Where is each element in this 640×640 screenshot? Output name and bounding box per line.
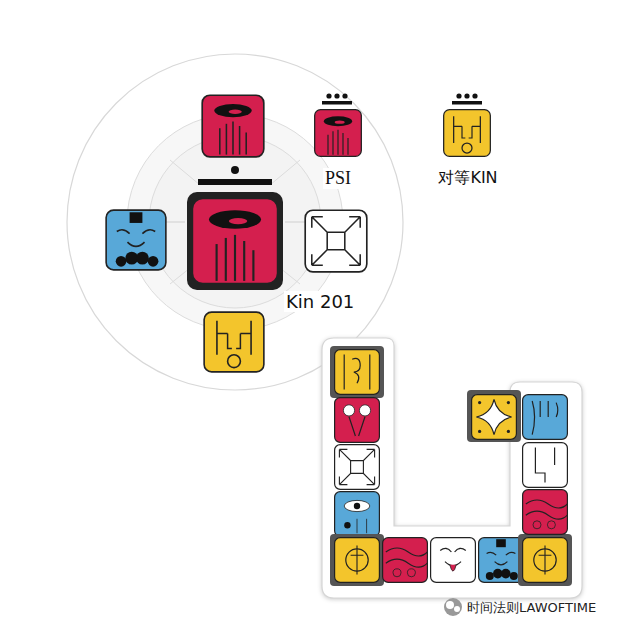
glyph-node: PSI bbox=[306, 90, 370, 196]
glyph-node: Kin 201 bbox=[186, 160, 366, 320]
glyph-label: 对等KIN bbox=[436, 168, 499, 189]
glyph-label: Kin 201 bbox=[284, 291, 356, 312]
glyph-node: 对等KIN bbox=[418, 90, 518, 196]
watermark: 时间法则LAWOFTIME bbox=[467, 599, 596, 617]
glyph-label: PSI bbox=[323, 168, 353, 189]
